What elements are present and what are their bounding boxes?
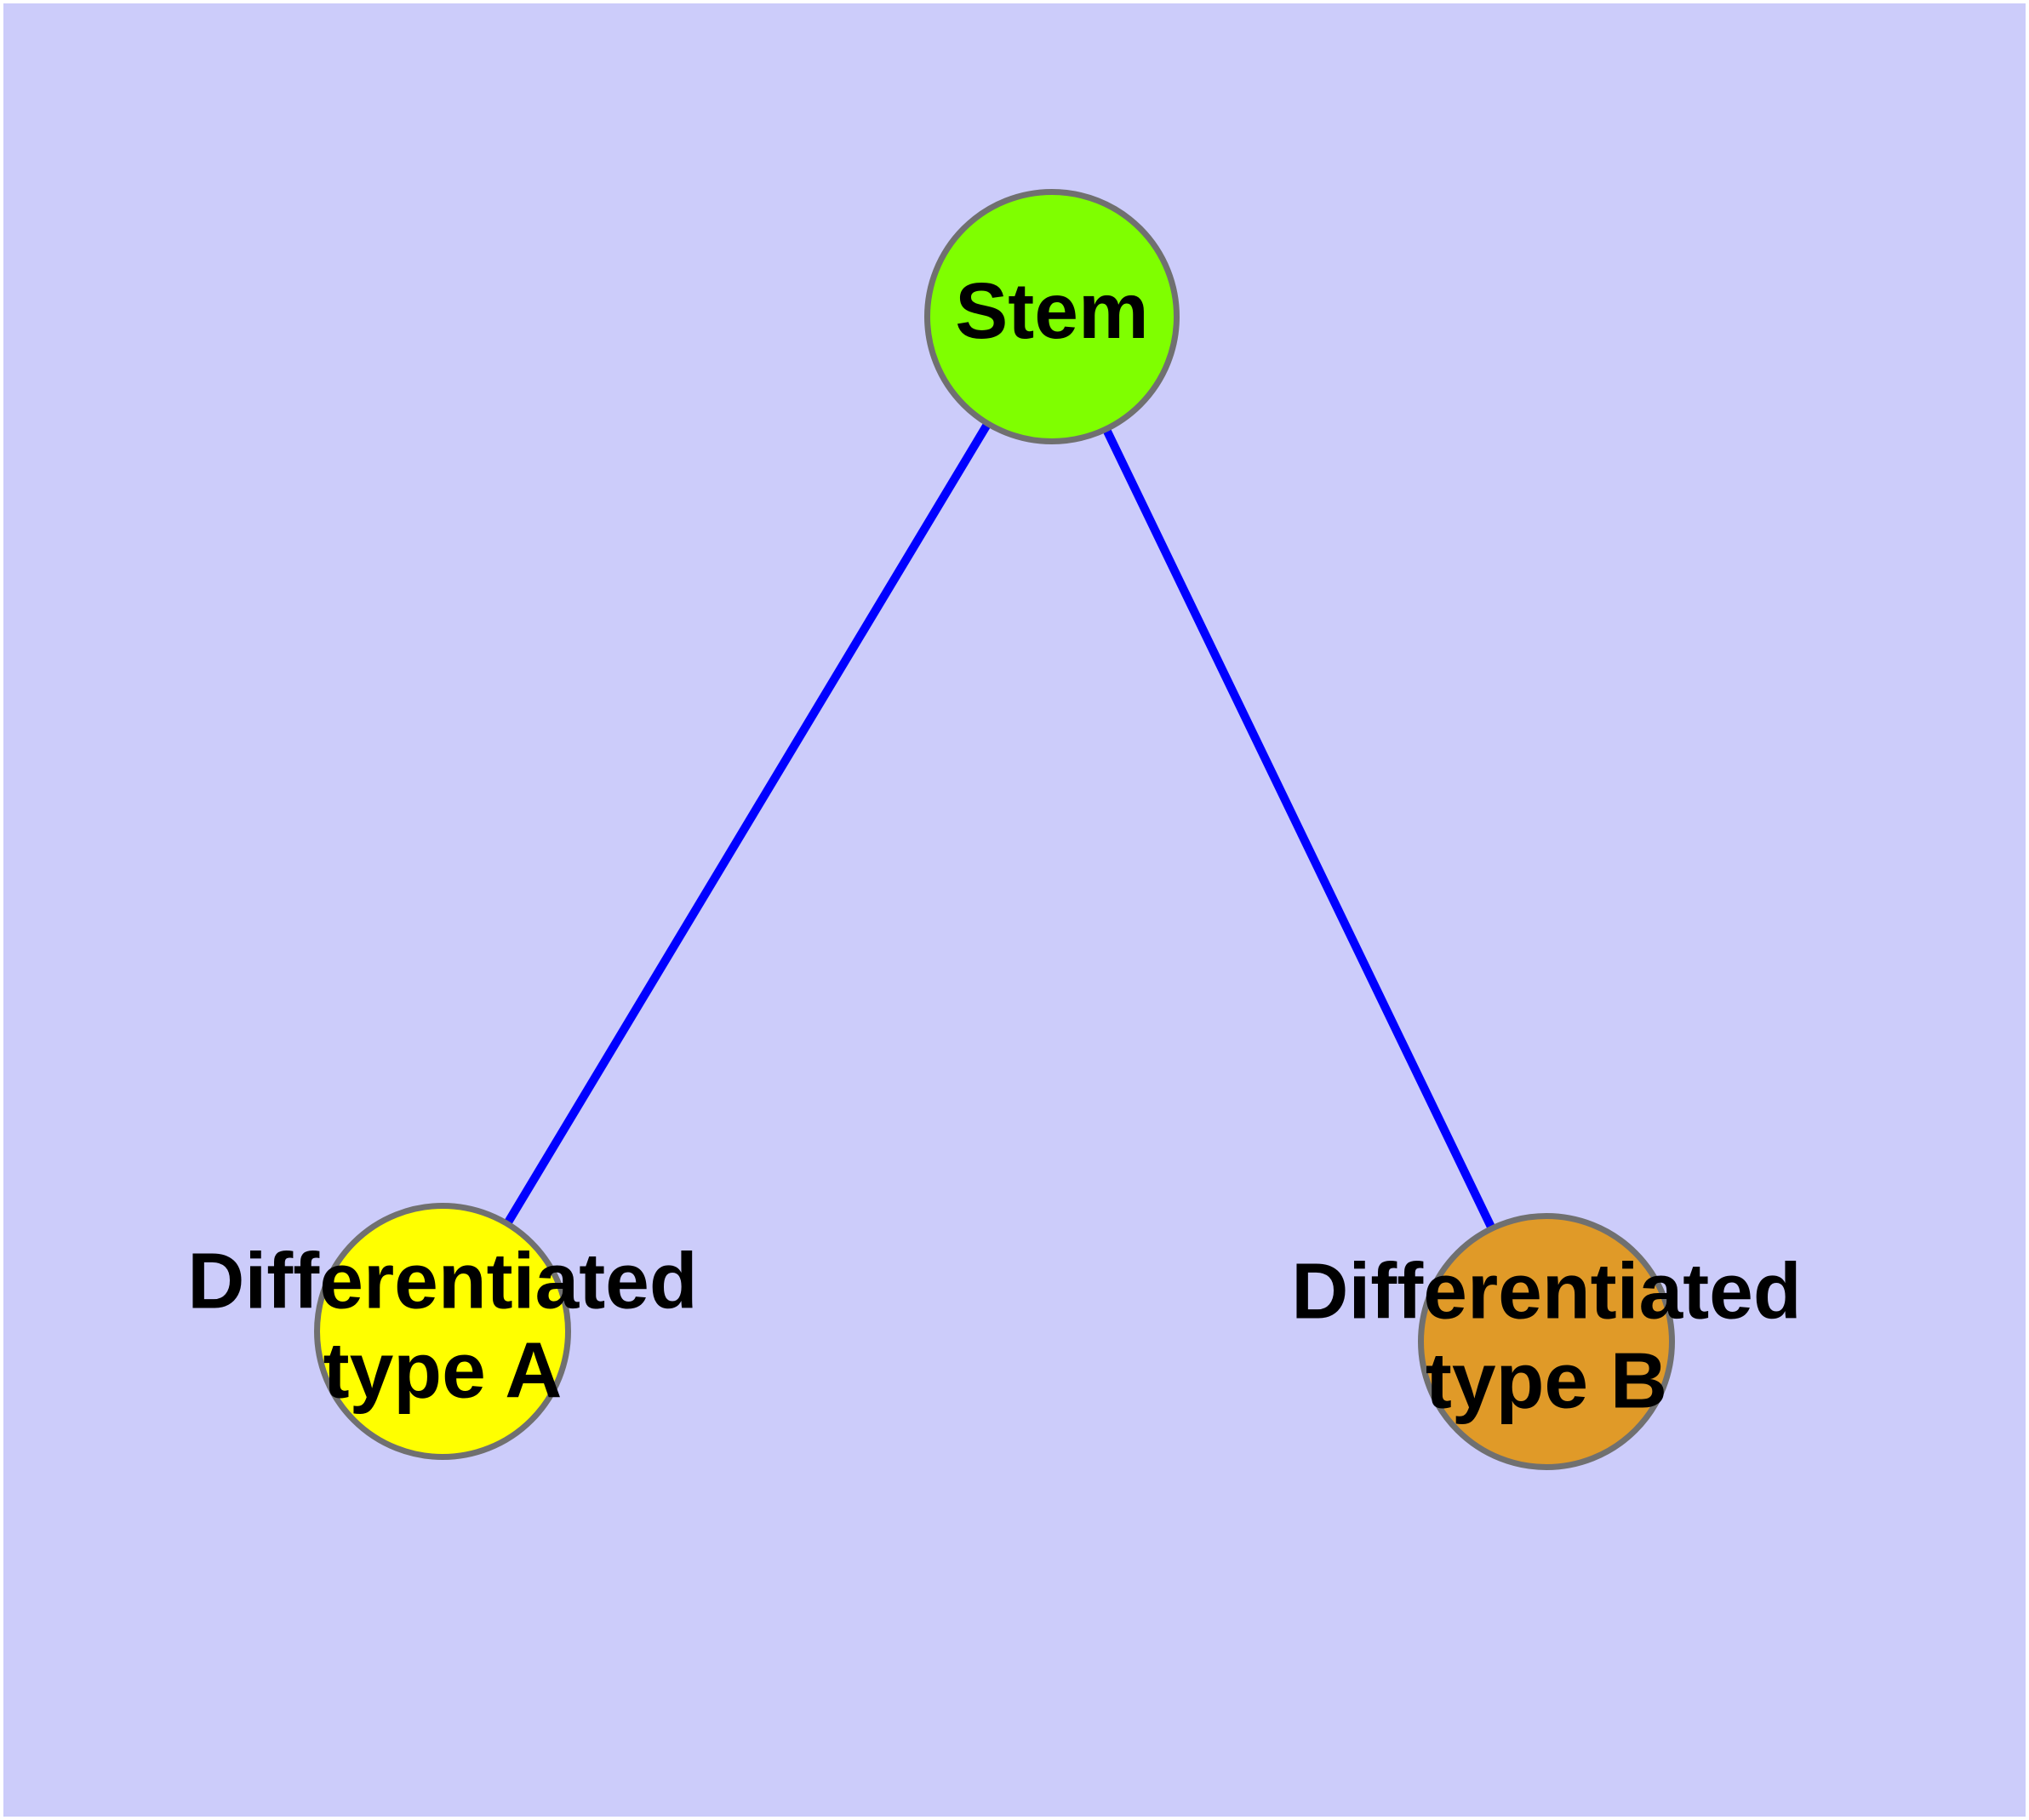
node-differentiated-type-b[interactable] xyxy=(1418,1213,1675,1470)
node-label-line: Stem xyxy=(955,266,1148,355)
node-differentiated-type-a[interactable] xyxy=(314,1203,571,1460)
node-label-line: Differentiated xyxy=(187,1236,697,1325)
edge-stem-to-differentiated-type-b[interactable] xyxy=(1101,425,1497,1233)
edge-layer xyxy=(502,419,1497,1233)
node-label-line: type A xyxy=(323,1325,563,1414)
node-label-stem: Stem xyxy=(955,266,1148,355)
node-label-line: type B xyxy=(1426,1336,1667,1424)
edge-stem-to-differentiated-type-a[interactable] xyxy=(502,419,993,1228)
node-stem[interactable] xyxy=(924,189,1180,444)
node-label-line: Differentiated xyxy=(1291,1246,1801,1335)
node-layer xyxy=(314,189,1675,1470)
